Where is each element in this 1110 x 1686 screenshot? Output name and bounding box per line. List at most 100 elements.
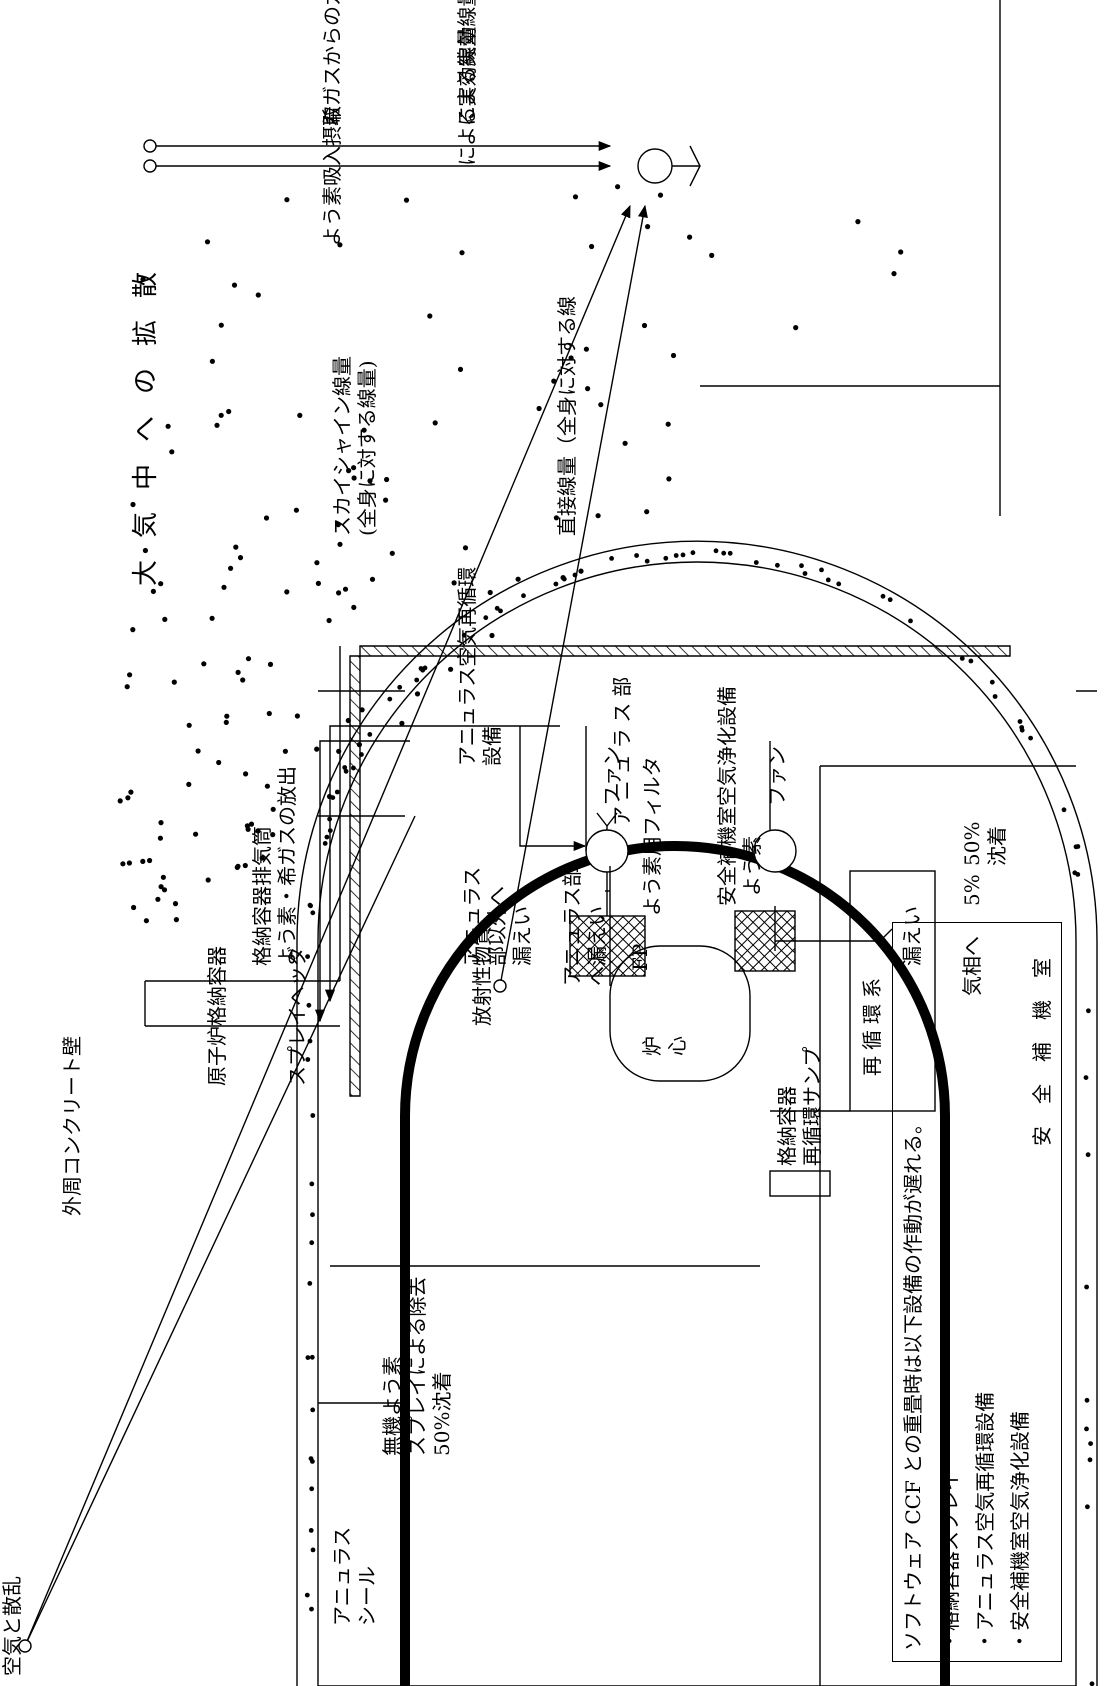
diffusion-dot (359, 707, 365, 713)
wall-dot (1088, 1441, 1093, 1446)
diffusion-dot (536, 405, 542, 412)
iodine-inhale-label: よう素吸入摂取 (320, 106, 344, 246)
wall-dot (359, 752, 364, 757)
recirc-label: 再循環系 (860, 972, 884, 1076)
diffusion-dot (143, 918, 149, 924)
wall-dot (306, 1002, 312, 1008)
note-item-2: ・アニュラス空気再循環設備 (973, 1391, 997, 1651)
diffusion-dot (595, 513, 601, 519)
diffusion-dot (487, 589, 493, 596)
wall-dot (304, 1592, 310, 1598)
pct5-label: 5% (960, 874, 984, 906)
diffusion-dot (158, 581, 164, 587)
diffusion-dot (399, 720, 405, 726)
diffusion-dot (345, 717, 351, 724)
wall-dot (1075, 872, 1081, 877)
diffusion-dot (615, 184, 621, 190)
diffusion-dot (155, 896, 161, 902)
annulus-system-label: アニュラス空気再循環 設備 (455, 566, 504, 766)
diffusion-dot (117, 798, 123, 804)
wall-dot (825, 577, 831, 583)
diffusion-dot (172, 900, 179, 907)
wall-dot (310, 1547, 316, 1553)
wall-dot (673, 553, 679, 558)
diffusion-dot (255, 292, 261, 298)
diffusion-dot (644, 509, 650, 515)
scatter-label: 空気と散乱 (0, 1576, 24, 1676)
wall-dot (713, 548, 719, 554)
wall-dot (609, 556, 614, 561)
diffusion-dot (665, 421, 671, 427)
diffusion-dot (195, 748, 201, 754)
iodine-filter-label: よう素用フィルタ (640, 756, 664, 916)
diffusion-dot (403, 197, 410, 203)
diffusion-dot (361, 427, 367, 433)
diffusion-dot (585, 385, 591, 392)
sump (769, 1170, 831, 1197)
diffusion-dot (351, 465, 357, 471)
wall-dot (992, 694, 998, 699)
aux-system-label: 安全補機室空気浄化設備 (715, 686, 739, 906)
diffusion-dot (367, 478, 373, 484)
diffusion-dot (130, 501, 136, 508)
fp-label: FP (628, 943, 652, 971)
direct-ray (499, 204, 648, 987)
diffusion-dot (294, 713, 300, 719)
diffusion-dot (709, 252, 715, 258)
wall-dot (1089, 1681, 1095, 1686)
diffusion-dot (193, 831, 199, 837)
diffusion-dot (346, 467, 352, 474)
wall-dot (367, 732, 373, 737)
diffusion-dot (855, 218, 861, 225)
wall-dot (343, 768, 349, 774)
wall-dot (414, 677, 420, 683)
diffusion-dot (140, 858, 146, 864)
diffusion-dot (216, 759, 222, 766)
wall-dot (327, 828, 333, 833)
diffusion-dot (209, 615, 215, 621)
diffusion-dot (622, 440, 628, 446)
diffusion-dot (205, 877, 211, 883)
diffusion-dot (234, 864, 240, 870)
skyshine-label: スカイシャイン線量 (全身に対する線量) (330, 356, 379, 536)
diffusion-dot (127, 672, 133, 678)
wall-dot (721, 550, 727, 556)
diffusion-dot (218, 322, 224, 328)
diffusion-dot (150, 588, 156, 594)
diffusion-dot (244, 823, 250, 829)
wall-dot (836, 581, 842, 587)
wall-dot (968, 658, 974, 664)
wall-dot (309, 1486, 315, 1492)
diffusion-dot (125, 795, 131, 801)
diffusion-dot (583, 346, 590, 352)
pct50-label: 50% 沈着 (960, 821, 1009, 866)
wall-dot (1028, 735, 1033, 741)
wall-dot (397, 684, 403, 690)
diffusion-dot (383, 497, 389, 503)
diffusion-dot (369, 576, 376, 582)
wall-dot (310, 1407, 316, 1413)
diffusion-dot (451, 580, 457, 586)
fan-2 (753, 829, 797, 873)
diffusion-dot (489, 632, 495, 639)
diffusion-dot (598, 402, 604, 408)
wall-dot (322, 841, 328, 846)
wall-dot (308, 1527, 314, 1533)
wall-dot (753, 560, 759, 565)
diffusion-dot (515, 576, 521, 582)
fan2-label: ファン (765, 746, 789, 806)
diffusion-dot (384, 476, 390, 483)
wall-dot (908, 618, 913, 624)
wall-dot (1075, 844, 1081, 849)
wall-dot (310, 1113, 316, 1118)
diffusion-dot (131, 904, 137, 911)
diffusion-dot (226, 408, 232, 415)
diffusion-dot (314, 560, 320, 566)
diffusion-dot (898, 249, 904, 255)
diffusion-label: 大気中への拡散 (131, 249, 161, 586)
diffusion-dot (186, 781, 192, 787)
recirc-box (849, 870, 936, 1112)
wall-dot (387, 696, 393, 702)
wall-dot (305, 1355, 311, 1360)
